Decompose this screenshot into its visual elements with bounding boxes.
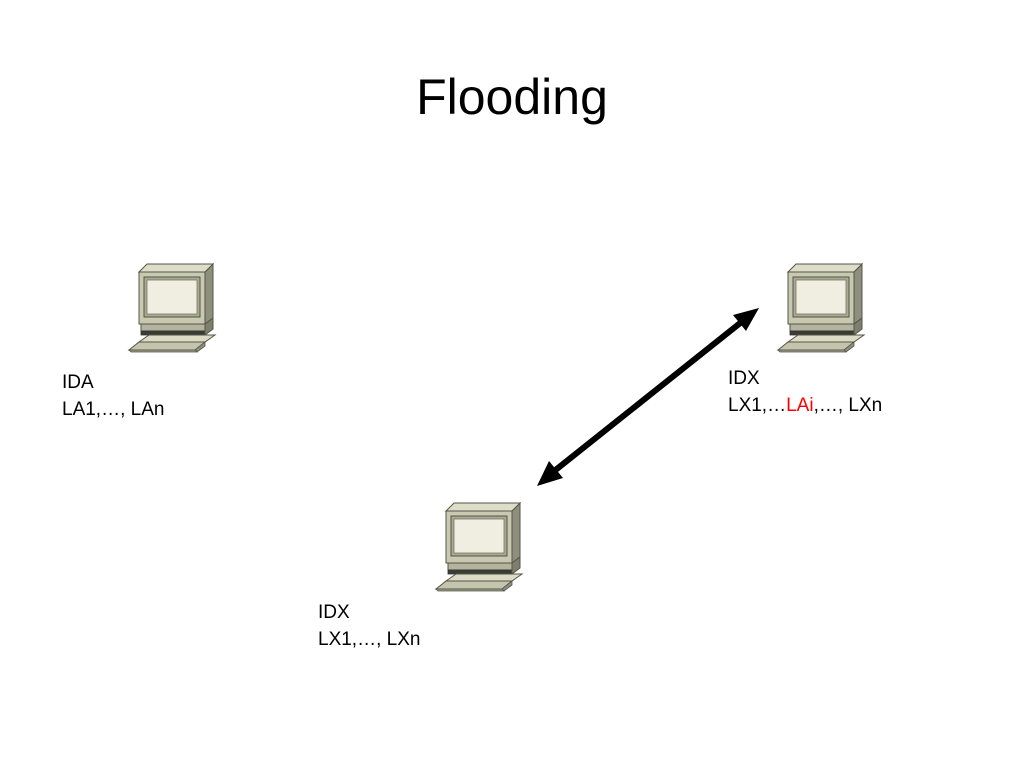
slide-title: Flooding xyxy=(416,69,608,125)
arrow-head-left xyxy=(537,461,563,486)
arrow-head-right xyxy=(733,308,759,331)
highlighted-entry: LAi xyxy=(786,395,814,416)
list-prefix: LX1,… xyxy=(728,395,787,416)
node-x-updated-list: LX1,…LAi,…, LXn xyxy=(728,392,882,419)
node-x-label: IDX LX1,…, LXn xyxy=(318,599,420,653)
node-x-list: LX1,…, LXn xyxy=(318,629,421,650)
node-a-label: IDA LA1,…, LAn xyxy=(62,369,164,423)
node-a-list: LA1,…, LAn xyxy=(62,399,165,420)
node-x-id: IDX xyxy=(318,602,350,623)
link-line xyxy=(551,317,746,475)
node-a-id: IDA xyxy=(62,372,94,393)
node-x-updated-id: IDX xyxy=(728,368,760,389)
list-suffix: ,…, LXn xyxy=(813,395,883,416)
node-x-updated-label: IDX LX1,…LAi,…, LXn xyxy=(728,365,882,419)
